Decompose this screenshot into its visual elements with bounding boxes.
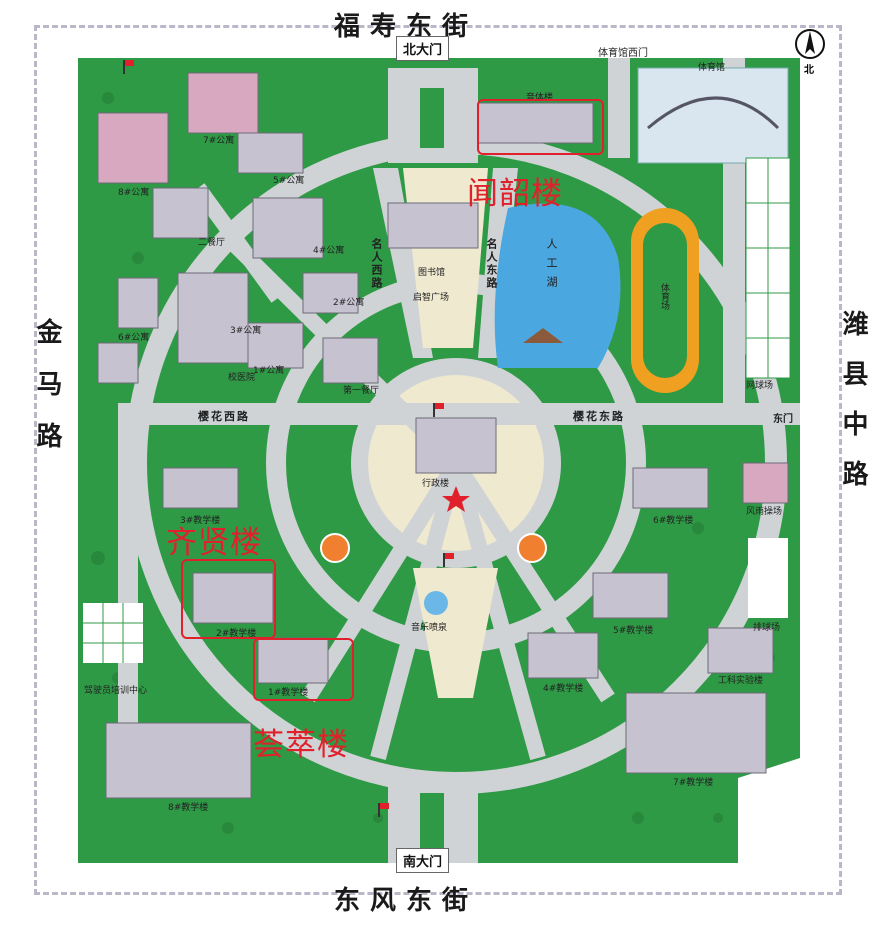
wenshao-annotation: 闻韶楼 [467,176,563,212]
north-gate[interactable]: 北大门 [396,36,450,61]
sakura-west-road-label: 樱花西路 [198,410,250,423]
music-label[interactable]: 音体楼 [526,93,554,103]
teach3-label[interactable]: 3#教学楼 [180,516,221,526]
fountain-icon [424,591,448,615]
fountain-label[interactable]: 音乐喷泉 [411,623,448,633]
admin-label[interactable]: 行政楼 [422,479,450,489]
mingren-east-road-label: 名人东路 [485,238,498,290]
dorm3-label[interactable]: 3#公寓 [230,326,262,336]
north-compass-icon: 北 [794,28,826,76]
qixian-highlight-box [181,559,276,639]
field-label[interactable]: 体育场 [659,283,669,310]
huicui-annotation: 荟萃楼 [253,727,349,763]
teach6-label[interactable]: 6#教学楼 [653,516,694,526]
tennis-label[interactable]: 网球场 [746,381,774,391]
campus-map: 北大门 南大门 东门 体育馆西门 樱花西路 樱花东路 名人西路 名人东路 行政楼… [78,36,800,873]
street-east: 潍县中路 [826,310,868,529]
east-circle-icon [517,533,547,563]
dorm5-label[interactable]: 5#公寓 [273,176,305,186]
teach5-label[interactable]: 5#教学楼 [613,626,654,636]
volleyball-courts [748,538,788,618]
court-label[interactable]: 风雨操场 [746,507,783,517]
corner-cutout [738,758,800,863]
mingren-west-road-label: 名人西路 [370,238,383,290]
sakura-road [118,403,800,425]
west-circle-icon [320,533,350,563]
teach8-label[interactable]: 8#教学楼 [168,803,209,813]
dorm1-label[interactable]: 1#公寓 [253,366,285,376]
gym-west-gate[interactable]: 体育馆西门 [598,48,648,59]
volleyball-label[interactable]: 排球场 [753,623,781,633]
teach4-label[interactable]: 4#教学楼 [543,684,584,694]
compass-label: 北 [804,65,814,76]
driving-grid [83,603,143,663]
street-west: 金马路 [20,318,62,493]
wenshao-highlight-box [477,99,604,155]
dorm6-label[interactable]: 6#公寓 [118,333,150,343]
canteen1-label[interactable]: 第一餐厅 [343,386,380,396]
radial-roads [191,183,615,761]
teach2-label[interactable]: 2#教学楼 [216,629,257,639]
map-boundary [34,25,842,895]
teach7-label[interactable]: 7#教学楼 [673,778,714,788]
canteen2-label[interactable]: 二餐厅 [198,238,226,248]
lake-label[interactable]: 人工湖 [545,238,558,295]
dorm2-label[interactable]: 2#公寓 [333,298,365,308]
dorm4-label[interactable]: 4#公寓 [313,246,345,256]
east-gate[interactable]: 东门 [773,414,793,425]
gym-road [608,58,630,158]
admin-star-icon [442,486,470,512]
huicui-highlight-box [253,638,354,701]
south-gate[interactable]: 南大门 [396,848,450,873]
qixian-annotation: 齐贤楼 [166,525,262,561]
driving-label[interactable]: 驾驶员培训中心 [84,686,148,696]
dorm7-label[interactable]: 7#公寓 [203,136,235,146]
library-label[interactable]: 图书馆 [418,268,446,278]
hospital-label[interactable]: 校医院 [228,373,256,383]
lab-label[interactable]: 工科实验楼 [718,676,764,686]
lake-pavilion [523,328,563,343]
dorm8-label[interactable]: 8#公寓 [118,188,150,198]
street-west-name: 金马路 [32,318,62,474]
gym-label[interactable]: 体育馆 [698,63,726,73]
square-label[interactable]: 启智广场 [413,293,450,303]
sakura-east-road-label: 樱花东路 [573,410,625,423]
teach1-label[interactable]: 1#教学楼 [268,688,309,698]
building-blocks [97,72,789,799]
street-south: 东风东街 [334,886,479,916]
flag-icons [123,60,454,817]
west-side-road [118,403,138,763]
street-east-name: 潍县中路 [838,310,868,510]
artificial-lake [494,203,621,368]
